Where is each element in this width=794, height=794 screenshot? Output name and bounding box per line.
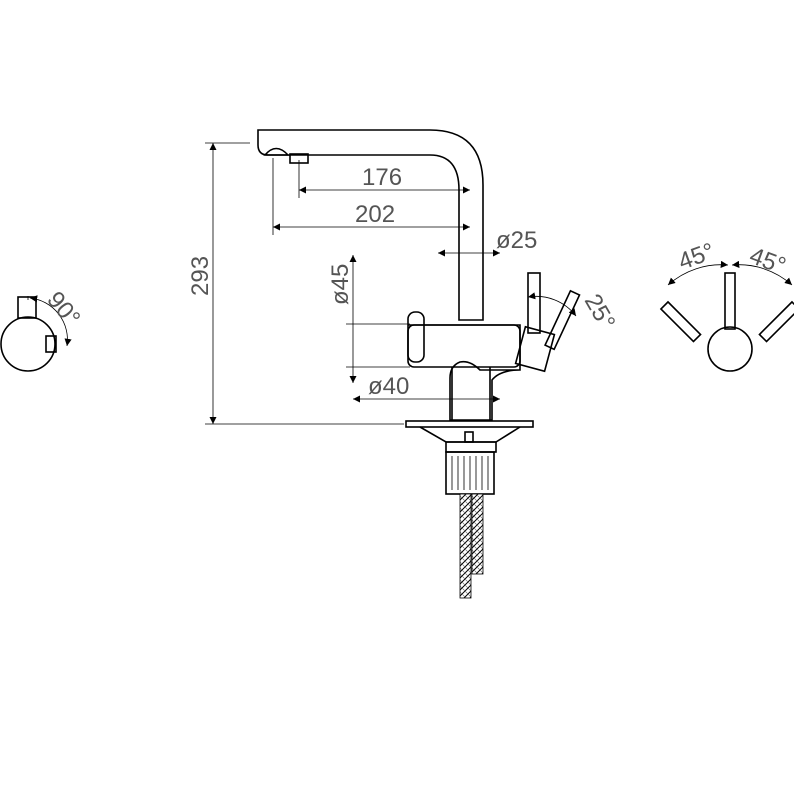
left-side-view: 90° xyxy=(0,287,85,372)
mount-thread-detail xyxy=(451,456,489,490)
spout-diameter-label: ø25 xyxy=(496,227,537,254)
reach-total-label: 202 xyxy=(355,201,395,228)
spout-outline xyxy=(257,129,484,321)
aerator-nozzle xyxy=(263,147,290,156)
body-diameter-label: ø45 xyxy=(327,264,354,305)
dimension-lines: 293 176 202 ø25 ø45 ø40 xyxy=(187,142,537,425)
deck-plate-lower xyxy=(419,426,521,443)
lever-tilted xyxy=(544,289,581,351)
reach-aerator-label: 176 xyxy=(362,164,402,191)
top-view-body-circle xyxy=(707,326,753,372)
top-view-left-lever xyxy=(659,300,702,343)
right-top-view: 45° 45° xyxy=(659,238,794,372)
lever-vertical xyxy=(527,272,541,334)
right-swing-arc xyxy=(731,260,793,286)
side-button xyxy=(407,311,425,363)
height-label: 293 xyxy=(187,256,214,296)
top-view-right-lever xyxy=(758,300,794,343)
right-swing-label: 45° xyxy=(746,242,789,280)
side-view-body-circle xyxy=(0,316,56,372)
lever-angle-arc xyxy=(527,292,577,317)
top-view-center-lever xyxy=(724,272,736,330)
deck-plate xyxy=(405,420,534,428)
side-angle-arc xyxy=(29,295,72,347)
mount-nut xyxy=(445,441,497,453)
body-stem xyxy=(451,367,491,420)
screw-head xyxy=(464,431,474,443)
base-diameter-label: ø40 xyxy=(368,373,409,400)
supply-hose-left xyxy=(459,493,472,599)
main-front-view: 25° xyxy=(257,129,621,599)
side-view-handle-stub xyxy=(17,296,37,319)
supply-hose-right xyxy=(471,493,484,575)
left-swing-arc xyxy=(667,260,729,286)
lever-angle-label: 25° xyxy=(579,290,621,335)
left-swing-label: 45° xyxy=(675,238,718,276)
